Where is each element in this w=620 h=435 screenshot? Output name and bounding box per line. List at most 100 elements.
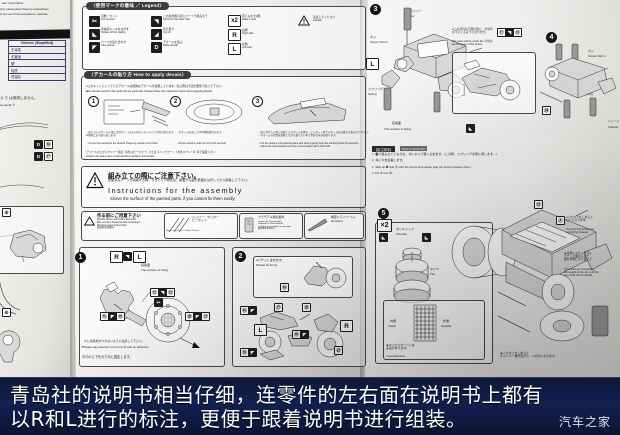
left-fragment-note-1: plus, please place these by extraordinar…	[0, 8, 49, 11]
decal-step-1-ja: ・貼りたいデカールの形に合わせて、はさみやカッターナイフで切り取ります。 ※裁断…	[86, 131, 176, 137]
caption-line-2: 以R和L进行的标注，更便于跟着说明书进行组装。	[10, 407, 467, 431]
legend-label-ja-0: 切断／カット	[101, 14, 118, 18]
legend-label-ja-9: 注意してください	[313, 15, 336, 19]
tool-item-2-label-ja: プラモデル用接着剤	[258, 215, 285, 219]
left-decal-note-en: se decal ⑦	[0, 103, 15, 107]
legend-label-en-4: Cut off	[163, 31, 171, 34]
tools-heading-ja: 作る前にご用意下さい	[97, 213, 141, 218]
step-3-line-ja-1: 1. ❸で組み立てたものを、⑲にネジで軽く止めます。(この時、スプリングを間に通…	[372, 152, 497, 156]
chassis-assembly-lineart	[496, 196, 618, 346]
language-table: Chinese (Simplified) 无毒性 无害品 硬 轻质 低温化	[8, 40, 66, 81]
step-2-number: 2	[235, 251, 246, 262]
legend-label-en-0: Cut Cement	[101, 18, 115, 21]
step-2-glue-icon-a: ◤	[248, 306, 257, 315]
caption-bar: 青岛社的说明书相当仔细，连零件的左右面在说明书上都有 以R和L进行的标注，更便于…	[0, 377, 620, 435]
tool-item-2-label-en: Cement for Plasticmodels Klebstoff für P…	[258, 221, 292, 231]
step-1-surface-label-ja: 接着面	[141, 263, 151, 267]
left-fragment-note-2: to the use of licensed patents, material…	[0, 13, 49, 16]
step-1-part-chip-f: ㉑	[201, 312, 210, 321]
step-3-scrape-icon: ◣	[466, 124, 475, 133]
step-2-chip-c: ⑳	[302, 303, 311, 312]
left-chip-num-3: ⑧	[2, 208, 11, 217]
chassis-note-1-ja: ●このネジをしめると ローになります。	[566, 215, 593, 223]
legend-label-en-9: Caution	[313, 19, 322, 22]
tool-item-2: プラモデル用接着剤 Cement for Plasticmodels Klebs…	[239, 213, 303, 239]
language-table-row: 低温化	[11, 75, 22, 80]
language-table-row: 硬	[9, 60, 65, 68]
step-5-inside-en: Inside	[388, 324, 397, 328]
step-2-glue-icon-b: ◤	[300, 330, 309, 339]
decal-step-number-3: 3	[252, 96, 263, 107]
step-1-note-en: ※Please pay attention not to put ⑫ with …	[81, 345, 150, 349]
decal-step-3-ja: ・貼り付けたい所に台紙ごとデカールを置き、ピンセット等でデカールを台紙から滑らせ…	[258, 131, 371, 137]
tool-item-1: ニッパー／カッター ピンセット Nipper / Scissors / Cutt…	[164, 213, 238, 239]
step-3-line-ja-2: 2. ⑳に㉑を接着します。	[372, 158, 406, 162]
chassis-chip-b: Ⓐ	[556, 216, 565, 225]
step-5-wheel-art	[444, 222, 524, 284]
step-3-callout-ja: ●この部分は下図の様に、⑫⑬⑭ の下にくるようになります。	[452, 27, 493, 35]
step-1-icon-mirror: ◥	[123, 252, 132, 261]
chassis-note-1-en: If you fix this Screw, the car will be l…	[566, 228, 595, 235]
decal-step-3-en: ・Put the decal on the desired place and …	[258, 142, 360, 148]
step-1-number: 1	[75, 252, 86, 263]
tool-item-1-label-ja: ニッパー／カッター ピンセット	[192, 215, 220, 223]
decal-step-2-ja: ・デカールを水につけ10秒程度待ちます。	[176, 131, 224, 134]
step-3-surface-en: The surface of fixing	[384, 127, 412, 131]
tool-item-3-label-ja: 精密ドライバー(+)	[331, 215, 355, 219]
decal-step-1-en: ・Cut out the decal into the desired shap…	[86, 142, 159, 145]
caption-line-1: 青岛社的说明书相当仔细，连零件的左右面在说明书上都有	[10, 383, 543, 407]
left-chip-d-1: D	[34, 140, 43, 149]
legend-label-ja-6: 同じものを2個	[242, 14, 261, 18]
legend-icon-x2: x2	[228, 15, 241, 27]
decal-step-3-art	[264, 96, 354, 130]
left-fragment-notice: ase Corporation.	[2, 1, 25, 5]
step-2-chip-b: ⑰	[274, 303, 283, 312]
site-watermark: 汽车之家	[558, 415, 611, 429]
language-table-row: 无害品	[9, 54, 65, 61]
step-3-line-en-1: 1. Tack up ❸ and ⑲ with the screw and pl…	[372, 165, 472, 169]
chassis-note-3-ja: ★このネジをしめると キャンバー角が変わり、ハの字になります。	[500, 351, 558, 359]
step-2-callout-art	[300, 258, 350, 294]
step-2-marker-right: R	[340, 320, 353, 332]
legend-label-en-7: Right side	[242, 32, 254, 35]
legend-label-ja-4: 切り取り	[163, 27, 175, 31]
chassis-label-en: Chassis	[608, 125, 618, 129]
step-5-tire-ja: タイヤ	[430, 267, 439, 271]
step-3-number: 3	[370, 4, 381, 15]
tools-heading-en: Prepare these tools before assembly. Bit…	[97, 218, 141, 230]
step-4-screw-label-ja: ネジ	[588, 49, 595, 53]
legend-label-ja-5: デカールを貼る	[163, 40, 183, 44]
step-4-screw-label-en: Screw 10mm	[588, 54, 606, 58]
legend-label-en-3: Same for the other side	[163, 18, 190, 21]
step-3-instruction-tag-en: How to assemble	[400, 146, 428, 151]
language-table-row: 轻质	[9, 67, 65, 74]
step-2-marker-left: L	[254, 324, 267, 336]
decal-step-number-1: 1	[88, 96, 99, 107]
step-5-polycap-en: Polycap	[396, 232, 407, 236]
step-1-surface-label-en: The surface of fixing	[141, 268, 169, 272]
step-1-note2-ja: ⑯⑰の上下を⑱で⑳に固定します。	[82, 355, 133, 359]
step-5-outside-ja: 外側	[443, 319, 450, 323]
step-2-glue-icon-c: ◤	[248, 348, 257, 357]
step-3-instruction-tag-ja: 【組立順序】	[372, 146, 396, 152]
step-3-spring-label-en: Spring	[368, 92, 377, 96]
step-4-chip-a: ㉔	[542, 106, 551, 115]
step-5-tread-pattern	[412, 304, 438, 342]
legend-icon-right: R	[228, 29, 241, 41]
decals-title: 〈デカールの貼り方 How to apply decals〉	[84, 71, 192, 79]
tool-item-3: 精密ドライバー(+) Screwdriver	[304, 213, 364, 239]
assembly-warning-body-en: Shave the surface of the painted parts, …	[110, 196, 236, 201]
decal-step-number-2: 2	[170, 96, 181, 107]
legend-label-ja-8: 左側	[242, 42, 248, 46]
step-3-callout-en: The parts will be under the ⑫⑬⑭ as the f…	[452, 40, 493, 47]
chassis-label-ja: シャーシ	[608, 119, 620, 123]
left-lower-lineart	[4, 222, 56, 266]
decals-intro-en: ■the decals used for this model kit are …	[86, 90, 213, 93]
assembly-warning-title-en: Instructions for the assembly	[108, 186, 243, 195]
legend-label-ja-2: パーツの貼り合わせ	[101, 40, 127, 44]
step-5-scrape-icon-b: ◣	[422, 233, 431, 242]
step-3-spring-label-ja: スプリング	[368, 87, 384, 91]
step-3-detail-lineart	[456, 56, 532, 108]
tools-warning-icon	[84, 216, 95, 226]
language-table-header: Chinese (Simplified)	[9, 41, 65, 47]
